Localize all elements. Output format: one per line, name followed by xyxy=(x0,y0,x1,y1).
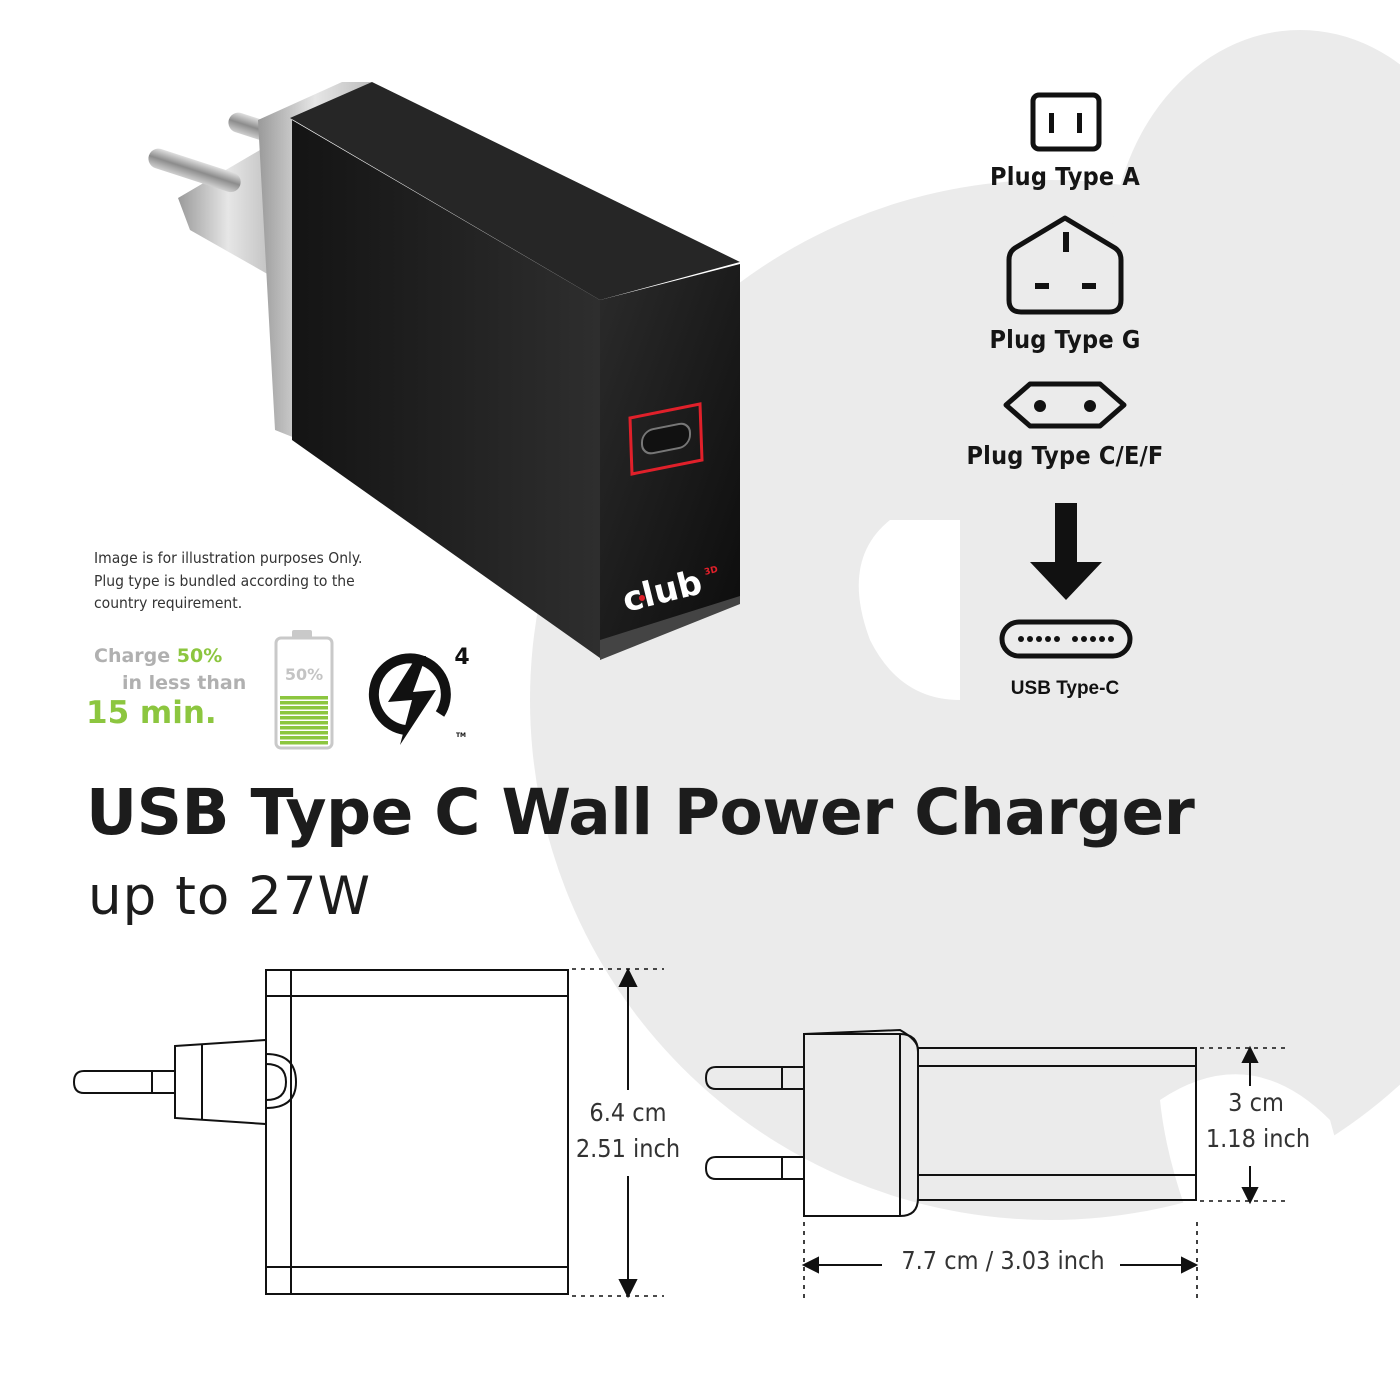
connector-graphic xyxy=(999,503,1133,659)
page-title: USB Type C Wall Power Charger xyxy=(86,776,1195,849)
disclaimer: Image is for illustration purposes Only.… xyxy=(94,547,414,615)
quick-charge-version: 4 xyxy=(454,645,469,670)
battery-fill-segment xyxy=(280,741,328,745)
plug-type-cef-icon xyxy=(1003,381,1127,429)
arrow-down-icon xyxy=(1030,503,1102,600)
svg-text:3D: 3D xyxy=(703,565,719,578)
charge-time: 15 min. xyxy=(86,695,217,731)
plug-type-g-icon xyxy=(1006,215,1124,315)
disclaimer-line: Image is for illustration purposes Only. xyxy=(94,549,363,567)
battery-fill-segment xyxy=(280,731,328,735)
plug-pin xyxy=(148,148,241,193)
charge-subline: in less than xyxy=(122,672,247,694)
disclaimer-line: Plug type is bundled according to the xyxy=(94,571,355,590)
disclaimer-line: country requirement. xyxy=(94,594,243,612)
battery-fill-segment xyxy=(280,696,328,700)
trademark-mark: TM xyxy=(456,732,466,739)
height-cm-label: 6.4 cm xyxy=(589,1098,667,1127)
battery-icon: 50% xyxy=(274,630,334,750)
battery-fill-segment xyxy=(280,701,328,705)
usb-type-c-icon xyxy=(999,619,1133,659)
length-label: 7.7 cm / 3.03 inch xyxy=(901,1246,1105,1275)
charge-percent: 50% xyxy=(176,645,223,667)
battery-fill-segment xyxy=(280,721,328,725)
battery-fill xyxy=(280,696,328,745)
battery-fill-segment xyxy=(280,716,328,720)
plug-icons-group xyxy=(1003,92,1127,429)
height-inch-label: 2.51 inch xyxy=(575,1134,681,1163)
battery-fill-segment xyxy=(280,726,328,730)
usb-c-port xyxy=(628,402,704,476)
battery-fill-segment xyxy=(280,736,328,740)
front-view-drawing xyxy=(72,967,664,1299)
plug-type-a-label: Plug Type A xyxy=(990,162,1140,191)
quick-charge-icon xyxy=(368,653,451,745)
usb-type-c-label: USB Type-C xyxy=(1010,678,1120,699)
battery-fill-segment xyxy=(280,706,328,710)
charger-product-image: club 3D xyxy=(148,82,740,660)
quick-charge-logo: 4 TM xyxy=(368,645,470,745)
depth-cm-label: 3 cm xyxy=(1228,1088,1284,1117)
depth-inch-label: 1.18 inch xyxy=(1205,1124,1311,1153)
page-subtitle: up to 27W xyxy=(88,866,371,927)
battery-fill-segment xyxy=(280,711,328,715)
charge-headline: Charge 50% xyxy=(94,645,222,667)
charge-prefix: Charge xyxy=(94,645,171,667)
plug-type-a-icon xyxy=(1030,92,1102,152)
plug-type-cef-label: Plug Type C/E/F xyxy=(966,441,1164,470)
battery-label: 50% xyxy=(285,665,323,684)
side-view-drawing xyxy=(704,1028,1290,1302)
plug-type-g-label: Plug Type G xyxy=(989,325,1141,354)
